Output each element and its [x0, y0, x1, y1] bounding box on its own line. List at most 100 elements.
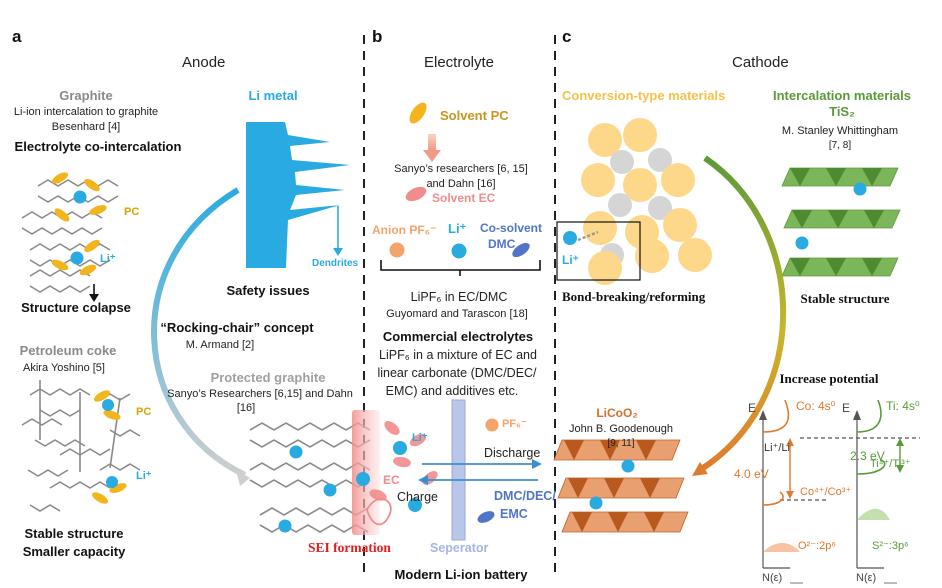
sei-layer [352, 410, 380, 535]
protected-graphite-title: Protected graphite [210, 370, 326, 385]
pf6-anion [485, 418, 499, 432]
pc-label: PC [124, 206, 140, 218]
stable-structure-label: Stable structure [24, 526, 124, 541]
bond-breaking-label: Bond-breaking/reforming [562, 289, 706, 304]
stable-structure-label: Stable structure [800, 291, 890, 306]
li-ion [393, 441, 407, 455]
goodenough-ref: John B. Goodenough [569, 423, 673, 435]
li-ion [289, 445, 303, 459]
protected-graphite [249, 422, 371, 533]
li-ion [102, 399, 114, 411]
dos-axis-label: N(ε) [762, 572, 783, 584]
li-ion [621, 459, 635, 473]
commercial-electrolytes-title: Commercial electrolytes [382, 329, 534, 344]
sei-formation-label: SEI formation [308, 540, 391, 555]
dmc-dec-label: DMC/DEC/ [494, 489, 556, 503]
li-ion [106, 476, 118, 488]
discharge-label: Discharge [484, 446, 541, 460]
separator-label: Seperator [430, 541, 489, 555]
bracket [380, 260, 541, 276]
protected-ref-2: [16] [236, 402, 256, 414]
commercial-desc-2: linear carbonate (DMC/DEC/ [377, 366, 537, 380]
pf6-label: PF₆⁻ [502, 418, 527, 430]
li-label: Li⁺ [562, 253, 579, 267]
energy-axis-label: E [842, 401, 851, 415]
li-li-label: Li⁺/Li [764, 442, 790, 454]
ec-molecules-cell [369, 421, 438, 501]
li-metal-title: Li metal [248, 88, 298, 103]
coke-ref: Akira Yoshino [5] [23, 362, 105, 374]
panel-label-a: a [12, 27, 22, 46]
dos-axis-label: N(ε) [856, 572, 877, 584]
petroleum-coke-title: Petroleum coke [19, 343, 117, 358]
lipf6-label: LiPF₆ in EC/DMC [410, 290, 508, 304]
safety-issues-label: Safety issues [226, 283, 310, 298]
potential-4-0ev: 4.0 eV [734, 467, 769, 481]
dmc-label: DMC [488, 237, 516, 251]
separator [451, 399, 466, 541]
modern-battery-label: Modern Li-ion battery [394, 567, 528, 582]
goodenough-ref-num: [9, 11] [607, 438, 635, 449]
header-electrolyte: Electrolyte [424, 54, 495, 71]
tis2-label: TiS₂ [829, 104, 855, 119]
li-ion [795, 236, 809, 250]
li-ion [451, 243, 467, 259]
structure-collapse-label: Structure colapse [21, 300, 131, 315]
commercial-desc-1: LiPF₆ in a mixture of EC and [379, 348, 537, 362]
o-2p-label: O²⁻:2p⁶ [798, 540, 836, 552]
li-ion [70, 251, 84, 265]
pc-label: PC [136, 406, 152, 418]
li-ion [356, 472, 370, 486]
guyomard-ref: Guyomard and Tarascon [18] [386, 308, 528, 320]
li-label: Li⁺ [136, 470, 152, 482]
whittingham-ref: M. Stanley Whittingham [781, 125, 899, 137]
emc-label: EMC [500, 507, 528, 521]
solvent-ec-label: Solvent EC [432, 191, 496, 205]
pc-solvent-molecule [409, 102, 427, 124]
header-cathode: Cathode [732, 54, 789, 71]
dendrites-label: Dendrites [312, 258, 359, 269]
li-metal-electrode [246, 122, 350, 268]
whittingham-ref-num: [7, 8] [828, 140, 852, 151]
increase-potential-label: Increase potential [779, 371, 879, 386]
armand-ref: M. Armand [2] [185, 339, 255, 351]
ec-label: EC [383, 473, 400, 487]
rocking-arc-right [698, 155, 787, 473]
li-label: Li⁺ [412, 432, 428, 444]
panel-label-b: b [372, 27, 383, 46]
ti-4s-label: Ti: 4s⁰ [886, 399, 920, 413]
graphite-title: Graphite [59, 88, 113, 103]
pc-molecules-coke [91, 390, 127, 504]
graphite-desc: Li-ion intercalation to graphite [13, 106, 159, 118]
zoom-box [556, 221, 641, 281]
intercalation-materials-title: Intercalation materials [773, 88, 911, 103]
li-ion [323, 483, 337, 497]
smaller-capacity-label: Smaller capacity [22, 544, 126, 559]
solvent-pc-label: Solvent PC [440, 108, 509, 123]
pf6-anion [389, 242, 405, 258]
li-ion [853, 182, 867, 196]
li-label: Li⁺ [100, 253, 116, 265]
sanyo-ref: Sanyo’s researchers [6, 15] [394, 163, 528, 175]
energy-axis-label: E [748, 401, 757, 415]
ti-ratio-label: Ti⁴⁺/Ti³⁺ [870, 458, 911, 470]
graphite-ref: Besenhard [4] [51, 121, 121, 133]
dmc-molecule [477, 511, 495, 523]
anion-pf6-label: Anion PF₆⁻ [372, 223, 437, 237]
li-label: Li⁺ [448, 221, 467, 236]
conversion-materials-title: Conversion-type materials [562, 88, 726, 103]
li-ion [73, 190, 87, 204]
li-ion [278, 519, 292, 533]
licoo2-label: LiCoO₂ [596, 406, 638, 420]
co-4s-label: Co: 4s⁰ [796, 399, 836, 413]
conversion-structure [581, 118, 712, 285]
s-3p-label: S²⁻:3p⁶ [872, 540, 909, 552]
co-ratio-label: Co⁴⁺/Co³⁺ [800, 486, 852, 498]
header-anode: Anode [182, 54, 226, 71]
ec-solvent-molecule [405, 186, 427, 202]
petroleum-coke-structure [21, 380, 141, 512]
co-intercalation-label: Electrolyte co-intercalation [14, 139, 182, 154]
potential-2-3ev: 2.3 eV [850, 449, 885, 463]
dmc-molecule [512, 242, 530, 258]
charge-label: Charge [397, 490, 438, 504]
